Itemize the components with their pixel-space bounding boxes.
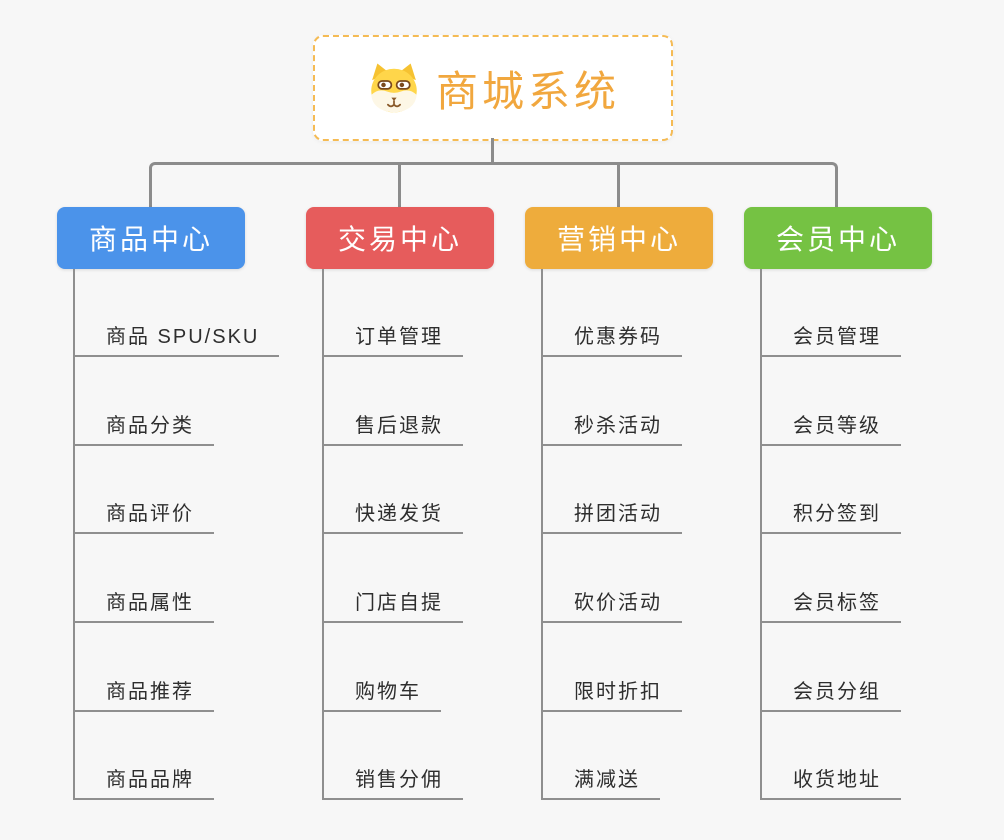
leaf-node[interactable]: 会员等级 bbox=[760, 413, 901, 446]
leaf-node[interactable]: 拼团活动 bbox=[541, 501, 682, 534]
leaf-node[interactable]: 商品属性 bbox=[73, 590, 214, 623]
leaf-node[interactable]: 商品推荐 bbox=[73, 679, 214, 712]
branch-trunk-line bbox=[73, 269, 75, 800]
leaf-node[interactable]: 会员分组 bbox=[760, 679, 901, 712]
branch-label: 营销中心 bbox=[556, 224, 681, 255]
connector-branch3-drop-line bbox=[617, 162, 620, 208]
branch-node-member-center[interactable]: 会员中心 bbox=[744, 207, 932, 269]
branch-label: 商品中心 bbox=[88, 224, 213, 255]
leaf-node[interactable]: 商品分类 bbox=[73, 413, 214, 446]
root-title: 商城系统 bbox=[435, 67, 620, 115]
root-node[interactable]: 商城系统 bbox=[313, 35, 673, 141]
leaf-node[interactable]: 收货地址 bbox=[760, 767, 901, 800]
branch-trunk-line bbox=[760, 269, 762, 800]
connector-branch2-drop-line bbox=[398, 162, 401, 208]
leaf-node[interactable]: 门店自提 bbox=[322, 590, 463, 623]
connector-branch-frame-line bbox=[149, 162, 838, 208]
branch-marketing-center: 营销中心 优惠券码 秒杀活动 拼团活动 砍价活动 限时折扣 满减送 bbox=[525, 207, 785, 807]
leaf-node[interactable]: 售后退款 bbox=[322, 413, 463, 446]
leaf-node[interactable]: 购物车 bbox=[322, 679, 441, 712]
shiba-dog-icon bbox=[366, 60, 422, 116]
leaf-node[interactable]: 积分签到 bbox=[760, 501, 901, 534]
leaf-node[interactable]: 会员管理 bbox=[760, 324, 901, 357]
branch-node-trade-center[interactable]: 交易中心 bbox=[306, 207, 494, 269]
branch-trunk-line bbox=[322, 269, 324, 800]
branch-node-marketing-center[interactable]: 营销中心 bbox=[525, 207, 713, 269]
leaf-node[interactable]: 商品 SPU/SKU bbox=[73, 324, 280, 357]
branch-node-product-center[interactable]: 商品中心 bbox=[57, 207, 245, 269]
leaf-node[interactable]: 会员标签 bbox=[760, 590, 901, 623]
leaf-node[interactable]: 商品品牌 bbox=[73, 767, 214, 800]
leaf-node[interactable]: 秒杀活动 bbox=[541, 413, 682, 446]
branch-items: 会员管理 会员等级 积分签到 会员标签 会员分组 收货地址 bbox=[760, 207, 1004, 807]
branch-trade-center: 交易中心 订单管理 售后退款 快递发货 门店自提 购物车 销售分佣 bbox=[306, 207, 566, 807]
branch-trunk-line bbox=[541, 269, 543, 800]
leaf-node[interactable]: 满减送 bbox=[541, 767, 660, 800]
connector-root-drop-line bbox=[491, 138, 494, 164]
leaf-node[interactable]: 砍价活动 bbox=[541, 590, 682, 623]
branch-product-center: 商品中心 商品 SPU/SKU 商品分类 商品评价 商品属性 商品推荐 商品品牌 bbox=[57, 207, 317, 807]
branch-label: 会员中心 bbox=[775, 224, 900, 255]
leaf-node[interactable]: 优惠券码 bbox=[541, 324, 682, 357]
leaf-node[interactable]: 销售分佣 bbox=[322, 767, 463, 800]
leaf-node[interactable]: 商品评价 bbox=[73, 501, 214, 534]
branch-label: 交易中心 bbox=[337, 224, 462, 255]
branch-items: 优惠券码 秒杀活动 拼团活动 砍价活动 限时折扣 满减送 bbox=[541, 207, 785, 807]
leaf-node[interactable]: 订单管理 bbox=[322, 324, 463, 357]
branch-member-center: 会员中心 会员管理 会员等级 积分签到 会员标签 会员分组 收货地址 bbox=[744, 207, 1004, 807]
leaf-node[interactable]: 限时折扣 bbox=[541, 679, 682, 712]
branch-items: 商品 SPU/SKU 商品分类 商品评价 商品属性 商品推荐 商品品牌 bbox=[73, 207, 317, 807]
branch-items: 订单管理 售后退款 快递发货 门店自提 购物车 销售分佣 bbox=[322, 207, 566, 807]
leaf-node[interactable]: 快递发货 bbox=[322, 501, 463, 534]
